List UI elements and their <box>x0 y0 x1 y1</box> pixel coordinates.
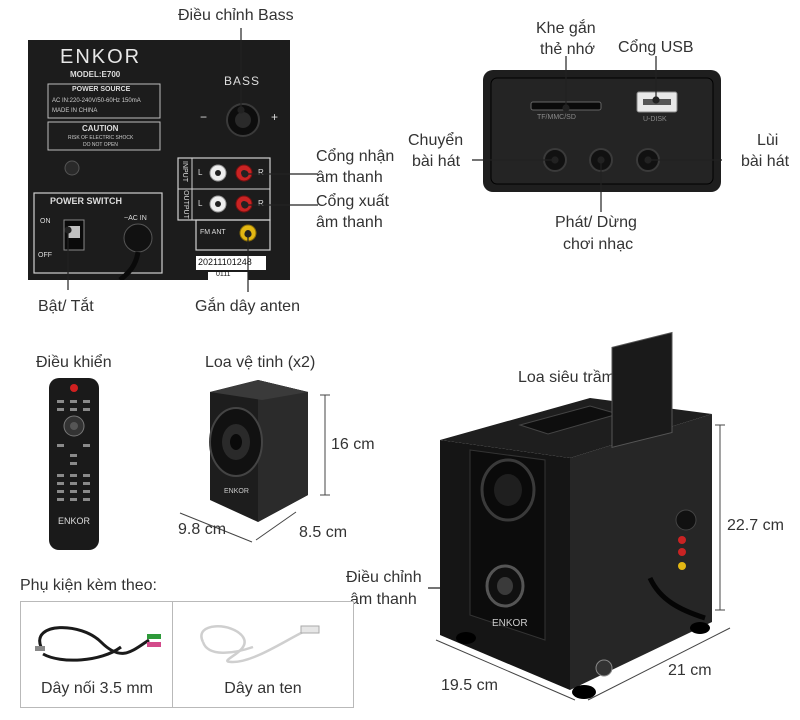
callout-play-1: Phát/ Dừng <box>555 214 637 231</box>
bass-minus: − <box>200 110 208 124</box>
satellite-title: Loa vệ tinh (x2) <box>205 354 316 371</box>
callout-output-1: Cổng xuất <box>316 193 389 210</box>
accessory-antenna-box: Dây an ten <box>172 601 354 708</box>
output-l-text: L <box>198 199 203 208</box>
callout-usb: Cổng USB <box>618 39 694 56</box>
callout-antenna: Gắn dây anten <box>195 298 300 315</box>
callout-power: Bật/ Tắt <box>38 298 94 315</box>
top-panel-graphic <box>490 77 714 185</box>
usb-text: U-DISK <box>643 116 667 123</box>
power-switch-text: POWER SWITCH <box>50 196 122 206</box>
model-text: MODEL:E700 <box>70 70 121 79</box>
accessories-title: Phụ kiện kèm theo: <box>20 577 157 594</box>
serial-text-2: 0111 <box>216 271 231 278</box>
back-panel: ENKOR MODEL:E700 POWER SOURCE AC IN:220-… <box>28 40 290 280</box>
sat-width: 9.8 cm <box>178 521 227 538</box>
antenna-cable-graphic <box>200 625 320 664</box>
callout-input-2: âm thanh <box>316 169 383 186</box>
sat-height: 16 cm <box>331 436 375 453</box>
output-text: OUTPUT <box>181 190 189 219</box>
subwoofer-title: Loa siêu trầm <box>518 369 615 386</box>
sat-depth: 8.5 cm <box>299 524 348 541</box>
sub-width: 19.5 cm <box>441 677 498 694</box>
input-l-text: L <box>198 168 203 177</box>
caution-title: CAUTION <box>82 124 119 133</box>
made-in-text: MADE IN CHINA <box>52 108 98 114</box>
accessory-antenna-label: Dây an ten <box>224 680 302 697</box>
satellite-brand: ENKOR <box>224 488 249 495</box>
callout-input-1: Cổng nhận <box>316 148 395 165</box>
bass-plus: + <box>271 110 279 124</box>
callout-output-2: âm thanh <box>316 214 383 231</box>
top-panel: TF/MMC/SD U-DISK <box>483 70 721 192</box>
fm-ant-text: FM ANT <box>200 229 226 236</box>
callout-next-1: Chuyển <box>408 132 464 149</box>
brand-logo: ENKOR <box>60 46 142 68</box>
input-text: INPUT <box>181 161 188 182</box>
callout-sd-2: thẻ nhớ <box>540 41 595 58</box>
bass-text: BASS <box>224 74 261 88</box>
sd-text: TF/MMC/SD <box>537 114 576 121</box>
serial-text: 20211101248 <box>198 257 252 267</box>
callout-volume-2: âm thanh <box>350 591 417 608</box>
accessory-cable-box: Dây nối 3.5 mm <box>20 601 174 708</box>
power-source-title: POWER SOURCE <box>72 86 131 93</box>
caution-text-1: RISK OF ELECTRIC SHOCK <box>68 135 134 141</box>
remote-graphic <box>57 384 90 501</box>
callout-prev-1: Lùi <box>757 132 779 149</box>
callout-prev-2: bài hát <box>741 153 790 170</box>
output-r-text: R <box>258 199 264 208</box>
sub-height: 22.7 cm <box>727 517 784 534</box>
callout-play-2: chơi nhạc <box>563 236 634 253</box>
callout-volume-1: Điều chỉnh <box>346 569 422 586</box>
remote-brand: ENKOR <box>57 516 90 526</box>
audio-cable-graphic <box>35 626 161 662</box>
input-r-text: R <box>258 168 264 177</box>
caution-text-2: DO NOT OPEN <box>83 142 118 148</box>
remote-title: Điều khiển <box>36 354 112 371</box>
remote-image: ENKOR <box>49 378 99 550</box>
subwoofer-brand: ENKOR <box>492 618 528 629</box>
callout-bass: Điều chỉnh Bass <box>178 7 294 24</box>
power-source-spec: AC IN:220-240V/50-60Hz 150mA <box>52 98 141 104</box>
sub-depth: 21 cm <box>668 662 712 679</box>
callout-sd-1: Khe gắn <box>536 20 596 37</box>
ac-in-text: ~AC IN <box>124 215 147 222</box>
off-text: OFF <box>38 252 52 259</box>
accessory-cable-label: Dây nối 3.5 mm <box>40 680 154 697</box>
on-text: ON <box>40 218 51 225</box>
callout-next-2: bài hát <box>412 153 461 170</box>
